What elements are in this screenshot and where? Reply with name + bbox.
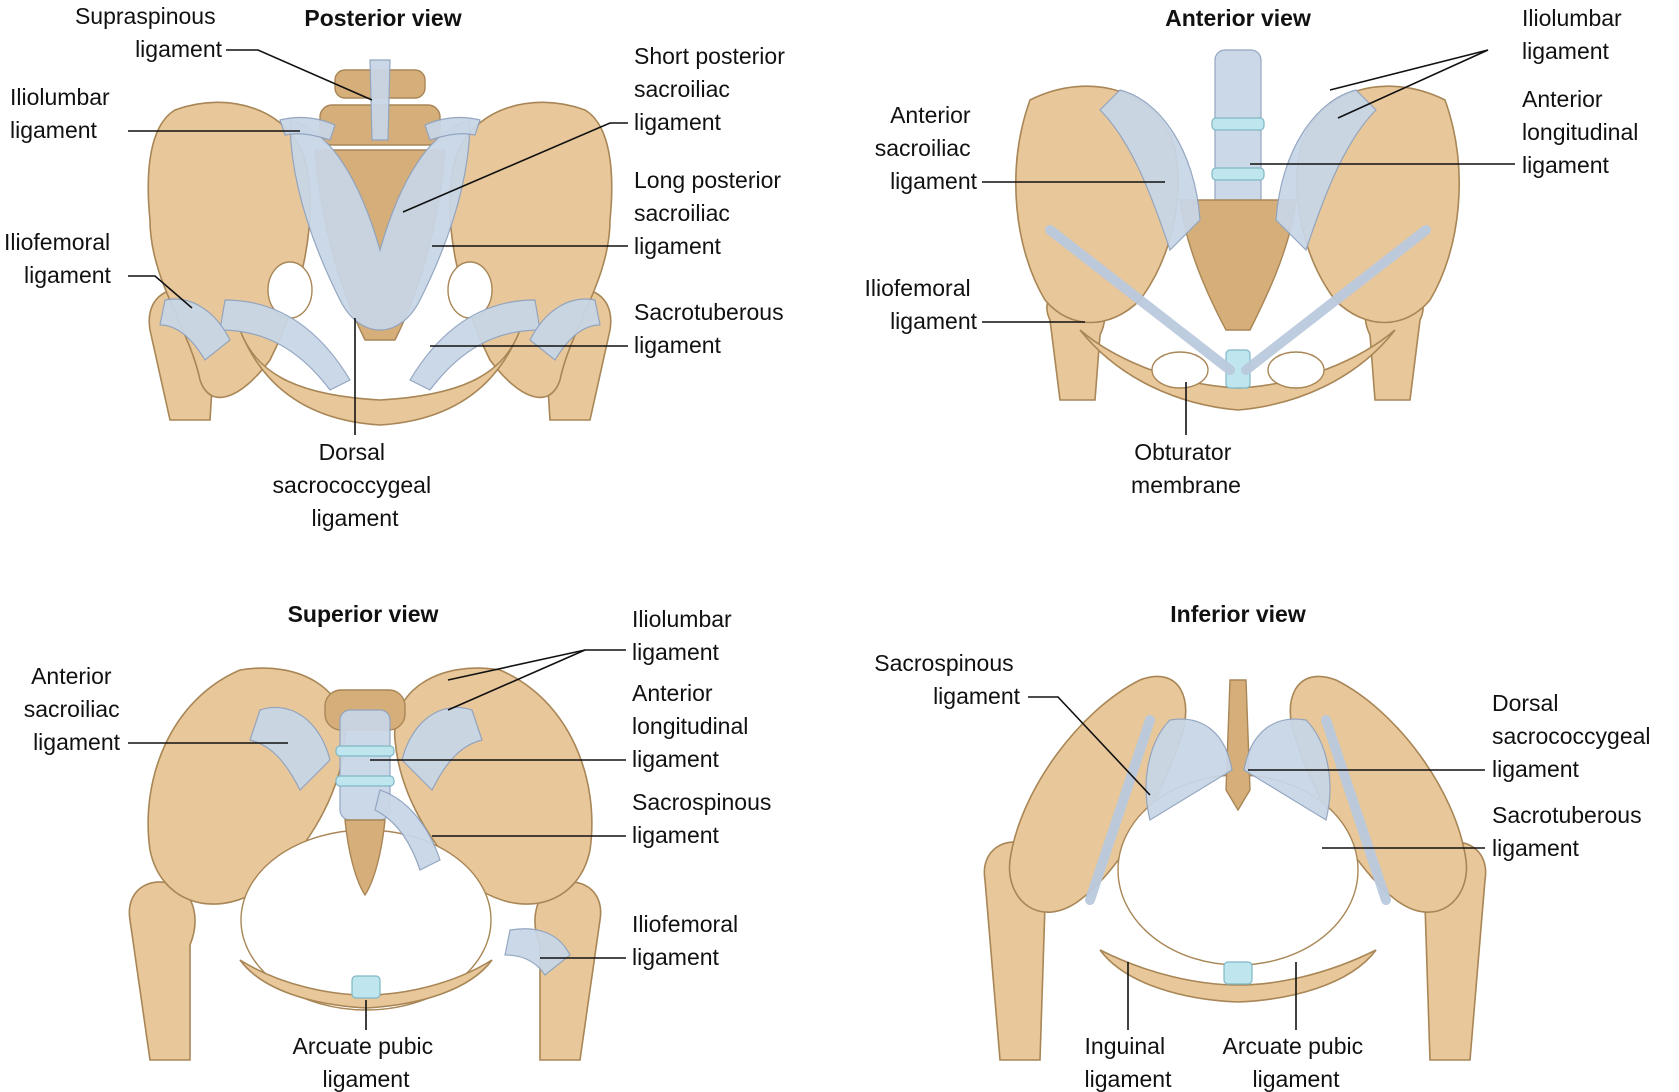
label-anterior-iliofemoral: Iliofemoral ligament <box>865 275 978 334</box>
inferior-view-panel: Inferior view Sacrospinous ligament Dors… <box>874 601 1657 1092</box>
coccyx-superior <box>344 819 386 897</box>
label-anterior-obturator: Obturator membrane <box>1131 439 1241 498</box>
right-inguinal-strip-anterior <box>1241 225 1431 375</box>
posterior-view-panel: Posterior view <box>4 3 791 531</box>
left-sacrotuberous-strip-inferior <box>1085 715 1155 905</box>
right-obturator-anterior <box>1267 351 1325 389</box>
label-posterior-long-post-si: Long posterior sacroiliac ligament <box>634 167 787 259</box>
left-iliolumbar-band <box>279 116 336 141</box>
right-iliolumbar-band <box>424 116 481 141</box>
posterior-view-title: Posterior view <box>304 5 461 31</box>
label-posterior-short-post-si: Short posterior sacroiliac ligament <box>634 43 791 135</box>
inferior-view-title: Inferior view <box>1170 601 1306 627</box>
left-sacrospinous-band-inferior <box>1145 718 1233 821</box>
intervertebral-disc-1 <box>1211 117 1265 131</box>
superior-view-title: Superior view <box>288 601 439 627</box>
pubic-rim-superior <box>239 959 493 1009</box>
left-sacrotuberous-band <box>219 299 351 391</box>
superior-disc-2 <box>335 775 395 787</box>
superior-view-panel: Superior view Anterior <box>24 601 778 1092</box>
label-inferior-inguinal: Inguinal ligament <box>1085 1033 1173 1092</box>
right-anterior-si-band <box>1275 89 1377 252</box>
label-superior-anterior-si: Anterior sacroiliac ligament <box>24 663 126 755</box>
label-superior-sacrospinous: Sacrospinous ligament <box>632 789 778 848</box>
left-anterior-si-band-superior <box>249 706 331 792</box>
label-superior-arcuate: Arcuate pubic ligament <box>292 1033 439 1092</box>
label-superior-iliolumbar: Iliolumbar ligament <box>632 606 738 665</box>
label-posterior-iliolumbar: Iliolumbar ligament <box>10 84 116 143</box>
label-posterior-iliofemoral: Iliofemoral ligament <box>4 229 117 288</box>
label-superior-iliofemoral: Iliofemoral ligament <box>632 911 745 970</box>
inferior-pelvis-illustration <box>983 675 1487 1061</box>
sacrospinous-band-superior <box>374 789 441 871</box>
sacrum-shape-anterior <box>1179 199 1297 331</box>
left-inguinal-strip-anterior <box>1045 225 1235 375</box>
label-inferior-arcuate: Arcuate pubic ligament <box>1222 1033 1369 1092</box>
label-inferior-sacrospinous: Sacrospinous ligament <box>874 650 1020 709</box>
pubic-arch-inferior <box>1099 949 1377 1003</box>
label-posterior-dorsal-sacrococcygeal: Dorsal sacrococcygeal ligament <box>273 439 438 531</box>
coccyx-inferior <box>1225 679 1251 812</box>
label-inferior-dorsal-sacrococcygeal: Dorsal sacrococcygeal ligament <box>1492 690 1657 782</box>
left-obturator-anterior <box>1151 351 1209 389</box>
label-anterior-anterior-si: Anterior sacroiliac ligament <box>875 102 978 194</box>
right-sacrotuberous-strip-inferior <box>1321 715 1391 905</box>
inferior-pubic-disc <box>1223 961 1253 985</box>
superior-disc-1 <box>335 745 395 757</box>
leader-anterior-iliolumbar-a <box>1329 49 1489 91</box>
supraspinous-band <box>369 59 391 141</box>
leader-inferior-sacrospinous <box>1028 696 1151 796</box>
label-inferior-sacrotuberous: Sacrotuberous ligament <box>1492 802 1648 861</box>
posterior-pelvis-illustration <box>147 59 613 426</box>
left-iliofemoral-band <box>159 298 231 361</box>
leader-posterior-iliofemoral <box>128 275 193 309</box>
iliofemoral-band-superior <box>504 928 571 976</box>
leader-posterior-short-post-si <box>402 122 628 213</box>
leader-posterior-supraspinous <box>226 49 373 101</box>
superior-pubic-disc <box>351 975 381 999</box>
leader-superior-iliolumbar-b <box>447 649 586 711</box>
left-anterior-si-band <box>1099 89 1201 252</box>
intervertebral-disc-2 <box>1211 167 1265 181</box>
anterior-view-title: Anterior view <box>1165 5 1311 31</box>
anterior-pelvis-illustration <box>1015 49 1460 411</box>
leader-anterior-iliolumbar-b <box>1337 49 1489 119</box>
label-posterior-supraspinous: Supraspinous ligament <box>75 3 223 62</box>
superior-pelvis-illustration <box>128 667 602 1061</box>
anterior-view-panel: Anterior view Iliolumbar lig <box>865 5 1645 498</box>
label-posterior-sacrotuberous: Sacrotuberous ligament <box>634 299 790 358</box>
label-anterior-iliolumbar: Iliolumbar ligament <box>1522 5 1628 64</box>
right-sacrotuberous-band <box>409 299 541 391</box>
label-superior-longitudinal: Anterior longitudinal ligament <box>632 680 755 772</box>
right-iliofemoral-band <box>529 298 601 361</box>
posterior-ligament-mass <box>289 119 471 331</box>
label-anterior-longitudinal: Anterior longitudinal ligament <box>1522 86 1645 178</box>
left-femur-shape-superior <box>128 881 196 1061</box>
